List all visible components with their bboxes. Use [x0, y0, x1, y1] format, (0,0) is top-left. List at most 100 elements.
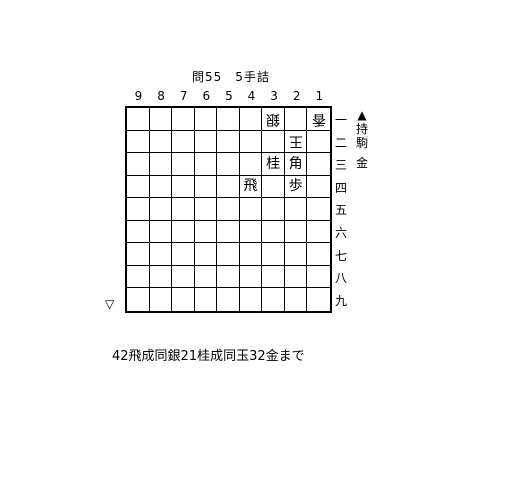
board-square[interactable] — [195, 288, 218, 311]
board-square[interactable] — [217, 108, 240, 131]
board-square[interactable] — [149, 130, 173, 154]
sente-piece[interactable]: 飛 — [243, 178, 258, 195]
board-square[interactable] — [149, 108, 173, 131]
board-square[interactable] — [239, 265, 263, 289]
board-square[interactable] — [262, 288, 285, 311]
board-square[interactable] — [194, 198, 218, 221]
board-square[interactable] — [307, 221, 330, 244]
gote-piece[interactable]: 香 — [311, 110, 326, 127]
board-square[interactable] — [150, 288, 173, 311]
board-square[interactable] — [239, 198, 263, 221]
board-square[interactable] — [307, 198, 330, 221]
column-number: 3 — [270, 89, 278, 103]
board-square[interactable] — [172, 175, 195, 199]
board-square[interactable] — [239, 153, 263, 176]
board-square[interactable]: 桂 — [262, 153, 285, 176]
row-number: 三 — [334, 158, 347, 173]
board-square[interactable] — [149, 220, 173, 244]
board-square[interactable] — [284, 108, 308, 131]
board-square[interactable] — [284, 198, 308, 221]
board-square[interactable] — [172, 243, 195, 266]
board-square[interactable] — [239, 243, 263, 266]
board-square[interactable] — [149, 153, 173, 176]
board-square[interactable] — [307, 131, 330, 154]
row-number: 一 — [334, 113, 347, 127]
board-square[interactable] — [217, 220, 240, 244]
board-square[interactable] — [172, 288, 195, 311]
board-square[interactable] — [307, 288, 330, 311]
board-square[interactable] — [262, 265, 285, 289]
board-square[interactable] — [217, 130, 240, 154]
hand-pieces: 金 — [355, 156, 368, 170]
board-square[interactable] — [172, 108, 195, 131]
board-square[interactable] — [127, 265, 150, 289]
board-square[interactable] — [149, 175, 173, 199]
board-square[interactable]: 飛 — [239, 175, 263, 199]
board-square[interactable] — [127, 153, 150, 176]
board-square[interactable] — [284, 243, 308, 266]
board-square[interactable] — [240, 288, 263, 311]
board-square[interactable] — [172, 130, 195, 154]
row-number: 六 — [334, 226, 347, 240]
board-square[interactable] — [262, 243, 285, 266]
board-square[interactable] — [284, 265, 308, 289]
board-square[interactable] — [127, 288, 150, 311]
board-square[interactable] — [149, 243, 173, 266]
row-number: 四 — [334, 180, 347, 195]
board-square[interactable] — [217, 288, 240, 311]
board-square[interactable] — [127, 198, 150, 221]
board-square[interactable] — [217, 175, 240, 199]
board-square[interactable] — [217, 265, 240, 289]
column-number: 8 — [157, 89, 165, 103]
board-square[interactable] — [172, 265, 195, 289]
column-number: 1 — [315, 89, 324, 103]
board-square[interactable] — [262, 198, 285, 221]
board-square[interactable] — [194, 130, 218, 154]
board-square[interactable] — [307, 176, 330, 199]
board-square[interactable]: 歩 — [284, 175, 308, 199]
board-square[interactable] — [307, 153, 330, 176]
board-square[interactable]: 香 — [307, 108, 330, 131]
board-square[interactable] — [149, 265, 173, 289]
board-square[interactable] — [307, 243, 330, 266]
board-square[interactable] — [172, 198, 195, 221]
board-square[interactable] — [194, 243, 218, 266]
board-square[interactable]: 王 — [284, 130, 308, 154]
board-square[interactable] — [194, 153, 218, 176]
board-square[interactable] — [239, 108, 263, 131]
board-square[interactable] — [239, 220, 263, 244]
board-square[interactable] — [307, 266, 330, 289]
sente-piece[interactable]: 桂 — [266, 155, 281, 172]
board-square[interactable] — [127, 243, 150, 266]
board-square[interactable] — [172, 220, 195, 244]
board-square[interactable]: 角 — [284, 153, 308, 176]
board-square[interactable] — [262, 175, 285, 199]
board-square[interactable] — [149, 198, 173, 221]
board-square[interactable] — [194, 220, 218, 244]
board-square[interactable] — [194, 108, 218, 131]
sente-piece[interactable]: 角 — [288, 155, 303, 172]
board-square[interactable] — [284, 220, 308, 244]
board-square[interactable] — [285, 288, 308, 311]
board-square[interactable] — [217, 198, 240, 221]
board-square[interactable] — [172, 153, 195, 176]
board-square[interactable] — [262, 130, 285, 154]
board-square[interactable]: 銀 — [262, 108, 285, 131]
board-square[interactable] — [217, 243, 240, 266]
board-square[interactable] — [127, 130, 150, 154]
solution-text: 42飛成同銀21桂成同玉32金まで — [112, 349, 305, 364]
board-square[interactable] — [127, 108, 150, 131]
board-square[interactable] — [127, 220, 150, 244]
gote-mark-icon: ▽ — [105, 297, 115, 311]
sente-piece[interactable]: 歩 — [288, 178, 303, 195]
board-square[interactable] — [239, 130, 263, 154]
gote-piece[interactable]: 銀 — [266, 110, 281, 127]
row-numbers: 一二三四五六七八九 — [333, 106, 349, 313]
board-square[interactable] — [127, 175, 150, 199]
board-square[interactable] — [194, 175, 218, 199]
board-square[interactable] — [217, 153, 240, 176]
board-square[interactable] — [262, 220, 285, 244]
gote-piece[interactable]: 王 — [288, 133, 303, 150]
board-square[interactable] — [194, 265, 218, 289]
